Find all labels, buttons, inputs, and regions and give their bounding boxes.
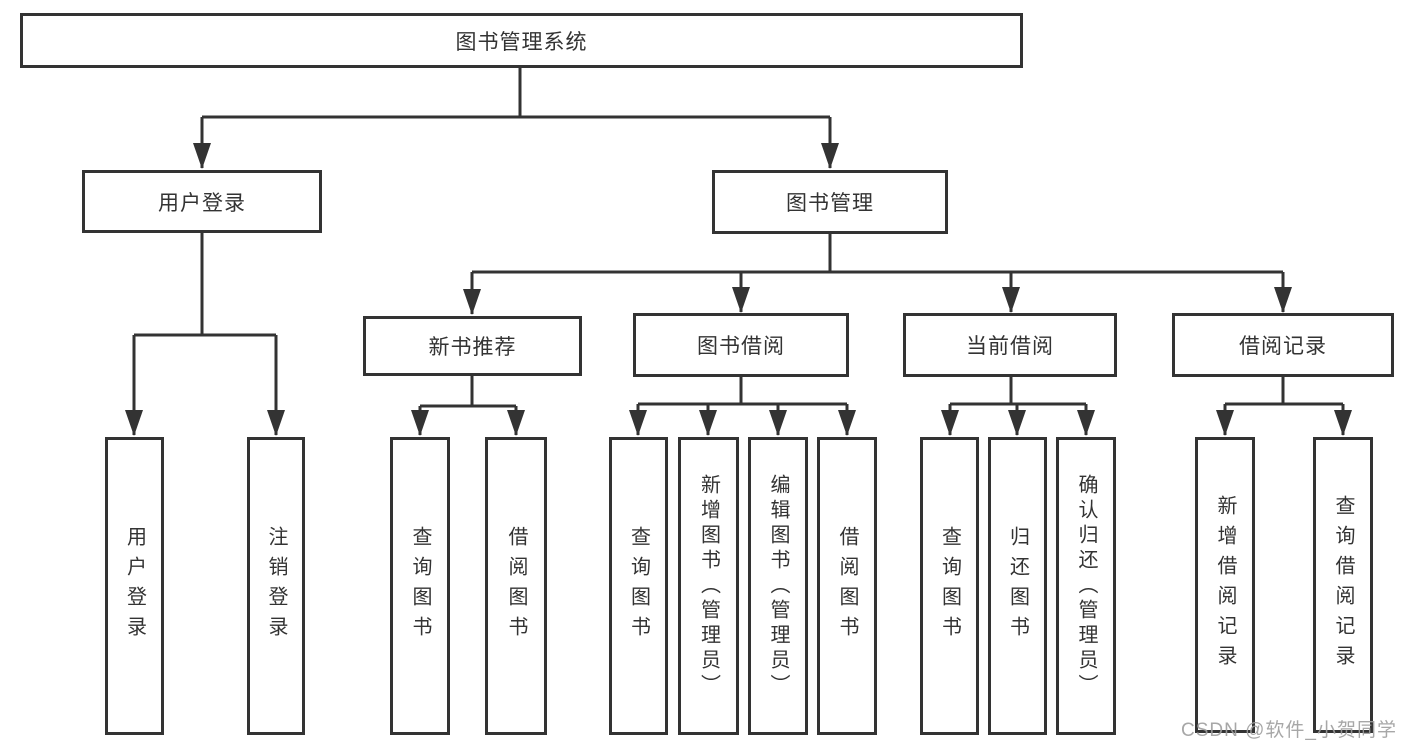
- leaf-add-books-admin: 新增图书（管理员）: [678, 437, 739, 735]
- node-user-login-branch: 用户登录: [82, 170, 322, 233]
- node-label: 借阅图书: [505, 526, 527, 646]
- node-label: 确认归还（管理员）: [1075, 473, 1097, 699]
- leaf-query-books-1: 查询图书: [390, 437, 450, 735]
- leaf-edit-books-admin: 编辑图书（管理员）: [748, 437, 808, 735]
- node-label: 用户登录: [158, 191, 246, 215]
- leaf-query-books-2: 查询图书: [609, 437, 668, 735]
- node-label: 借阅记录: [1239, 335, 1327, 358]
- csdn-watermark: CSDN @软件_小贺同学: [1181, 720, 1397, 741]
- node-book-management: 图书管理: [712, 170, 948, 234]
- node-label: 查询图书: [409, 526, 431, 646]
- leaf-borrow-books-1: 借阅图书: [485, 437, 547, 735]
- node-label: 新书推荐: [428, 336, 517, 359]
- node-label: 查询借阅记录: [1332, 495, 1354, 675]
- node-current-borrowing: 当前借阅: [903, 313, 1117, 377]
- node-label: 新增借阅记录: [1214, 495, 1236, 675]
- leaf-confirm-return-admin: 确认归还（管理员）: [1056, 437, 1116, 735]
- node-label: 借阅图书: [836, 526, 858, 646]
- leaf-logout: 注销登录: [247, 437, 305, 735]
- node-label: 编辑图书（管理员）: [767, 473, 789, 699]
- node-new-book-recommendation: 新书推荐: [363, 316, 582, 376]
- node-label: 图书管理: [786, 192, 874, 215]
- node-label: 查询图书: [627, 526, 650, 646]
- node-label: 注销登录: [265, 526, 287, 646]
- node-label: 新增图书（管理员）: [697, 473, 720, 699]
- node-label: 当前借阅: [966, 335, 1054, 358]
- node-label: 图书管理系统: [455, 30, 588, 54]
- node-label: 用户登录: [123, 526, 146, 646]
- node-label: 归还图书: [1006, 526, 1029, 646]
- leaf-add-borrow-record: 新增借阅记录: [1195, 437, 1255, 733]
- leaf-return-books: 归还图书: [988, 437, 1047, 735]
- node-label: 图书借阅: [697, 335, 785, 358]
- leaf-query-borrow-record: 查询借阅记录: [1313, 437, 1373, 733]
- node-label: 查询图书: [938, 526, 961, 646]
- leaf-query-books-3: 查询图书: [920, 437, 979, 735]
- node-book-borrowing: 图书借阅: [633, 313, 849, 377]
- node-root-system: 图书管理系统: [20, 13, 1023, 68]
- node-borrowing-records: 借阅记录: [1172, 313, 1394, 377]
- leaf-borrow-books-2: 借阅图书: [817, 437, 877, 735]
- leaf-user-login: 用户登录: [105, 437, 164, 735]
